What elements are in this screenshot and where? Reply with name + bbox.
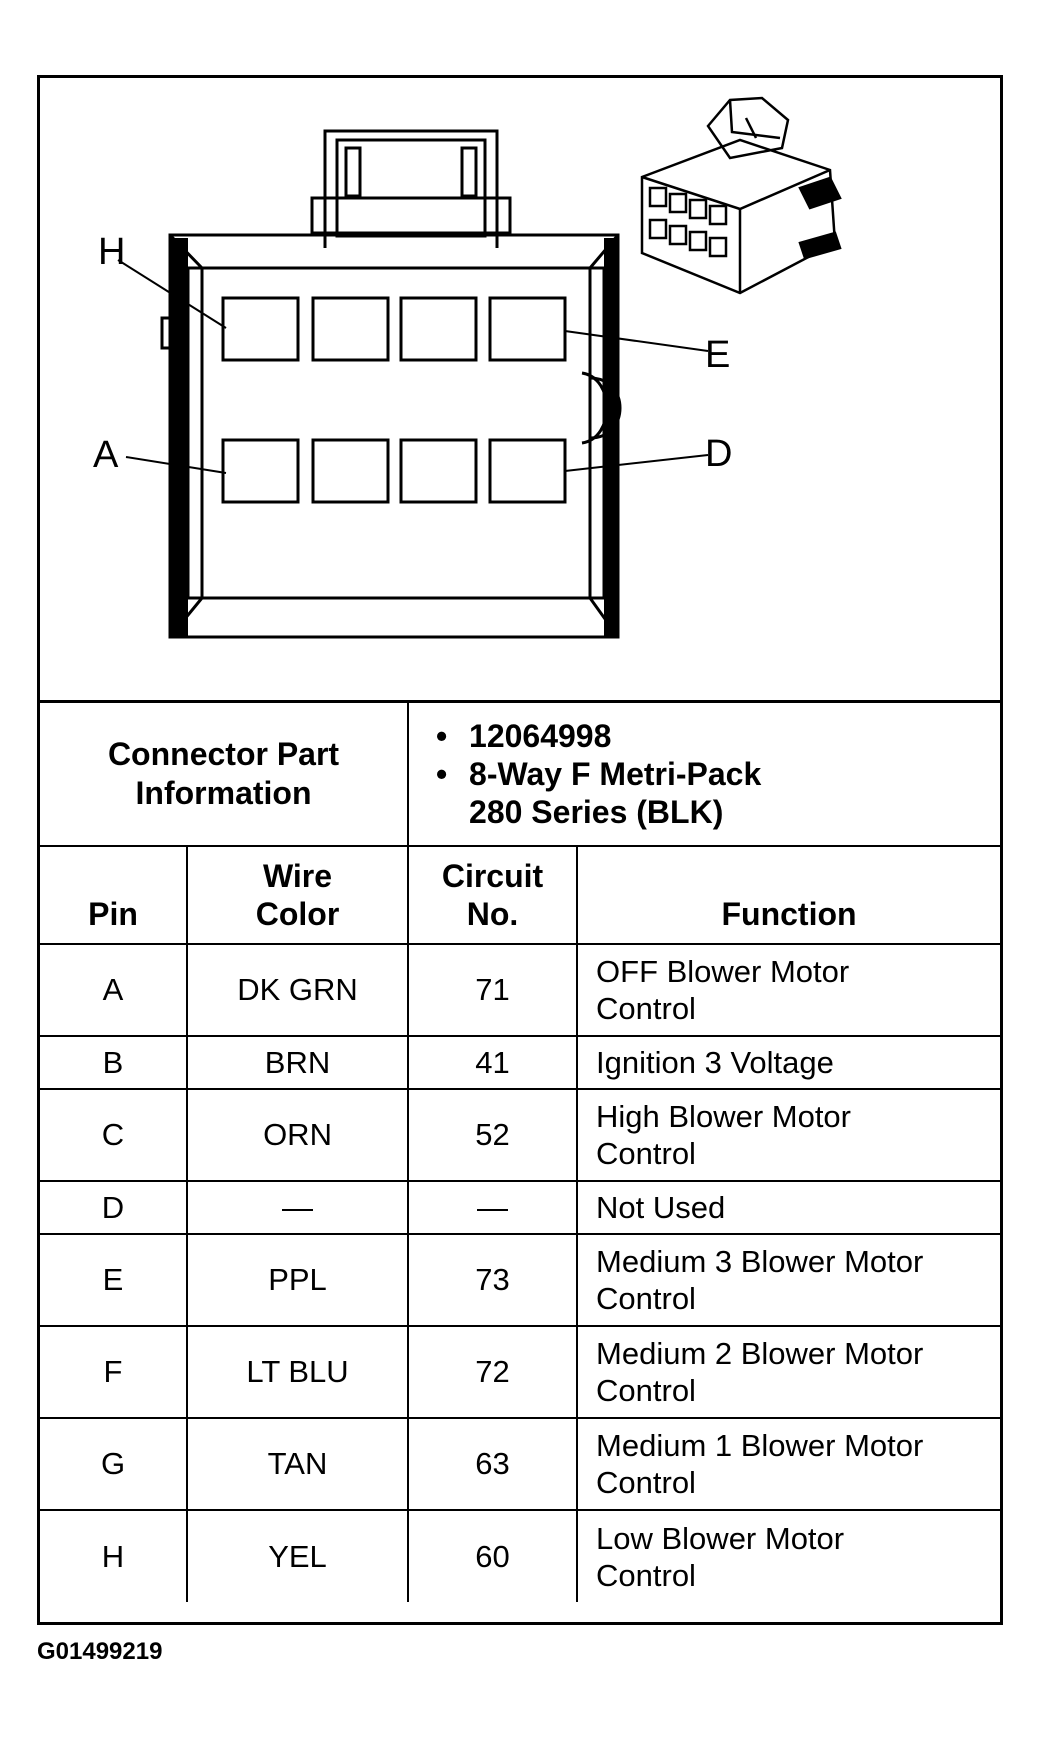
wire-color-cell: YEL bbox=[185, 1509, 410, 1602]
pin-label-h: H bbox=[98, 231, 126, 273]
circuit-cell: 41 bbox=[407, 1035, 579, 1090]
pin-cell: B bbox=[40, 1035, 188, 1090]
connector-part-info-list: 12064998 8-Way F Metri-Pack 280 Series (… bbox=[407, 700, 1001, 847]
table-row: B BRN 41 Ignition 3 Voltage bbox=[40, 1035, 1001, 1090]
pin-cell: G bbox=[40, 1417, 188, 1511]
circuit-cell: 72 bbox=[407, 1325, 579, 1419]
circuit-cell: 60 bbox=[407, 1509, 579, 1602]
connector-part-info-heading: Connector Part Information bbox=[40, 700, 410, 847]
wire-color-cell: — bbox=[185, 1180, 410, 1235]
pin-label-d: D bbox=[705, 433, 733, 475]
connector-pinout-table: Connector Part Information 12064998 8-Wa… bbox=[40, 700, 1001, 1602]
wire-color-cell: LT BLU bbox=[185, 1325, 410, 1419]
pin-cell: H bbox=[40, 1509, 188, 1602]
wire-color-cell: DK GRN bbox=[185, 943, 410, 1037]
connector-isometric-drawing bbox=[640, 96, 842, 295]
pin-cell: A bbox=[40, 943, 188, 1037]
connector-figure: H E A D Connector Part Information 12064… bbox=[37, 75, 1003, 1625]
table-row: D — — Not Used bbox=[40, 1180, 1001, 1235]
header-pin: Pin bbox=[40, 845, 188, 945]
part-description-line1: 8-Way F Metri-Pack bbox=[436, 755, 1000, 793]
wire-color-cell: ORN bbox=[185, 1088, 410, 1182]
figure-id: G01499219 bbox=[37, 1638, 163, 1665]
connector-part-info-row: Connector Part Information 12064998 8-Wa… bbox=[40, 700, 1001, 847]
part-heading-line2: Information bbox=[135, 775, 312, 811]
circuit-cell: 52 bbox=[407, 1088, 579, 1182]
circuit-cell: 71 bbox=[407, 943, 579, 1037]
pin-label-e: E bbox=[705, 334, 731, 376]
circuit-cell: 63 bbox=[407, 1417, 579, 1511]
wire-color-cell: PPL bbox=[185, 1233, 410, 1327]
header-function: Function bbox=[576, 845, 1001, 945]
function-cell: Not Used bbox=[576, 1180, 1001, 1235]
pin-label-a: A bbox=[93, 434, 119, 476]
wire-color-cell: BRN bbox=[185, 1035, 410, 1090]
part-number: 12064998 bbox=[436, 717, 1000, 755]
pin-cell: E bbox=[40, 1233, 188, 1327]
pin-cell: C bbox=[40, 1088, 188, 1182]
part-description-line2: 280 Series (BLK) bbox=[469, 794, 724, 830]
pin-cell: D bbox=[40, 1180, 188, 1235]
circuit-cell: 73 bbox=[407, 1233, 579, 1327]
function-cell: Ignition 3 Voltage bbox=[576, 1035, 1001, 1090]
pin-cell: F bbox=[40, 1325, 188, 1419]
connector-diagram: H E A D bbox=[40, 78, 1000, 700]
connector-face-drawing bbox=[117, 96, 842, 639]
circuit-cell: — bbox=[407, 1180, 579, 1235]
part-heading-line1: Connector Part bbox=[107, 736, 340, 772]
wire-color-cell: TAN bbox=[185, 1417, 410, 1511]
